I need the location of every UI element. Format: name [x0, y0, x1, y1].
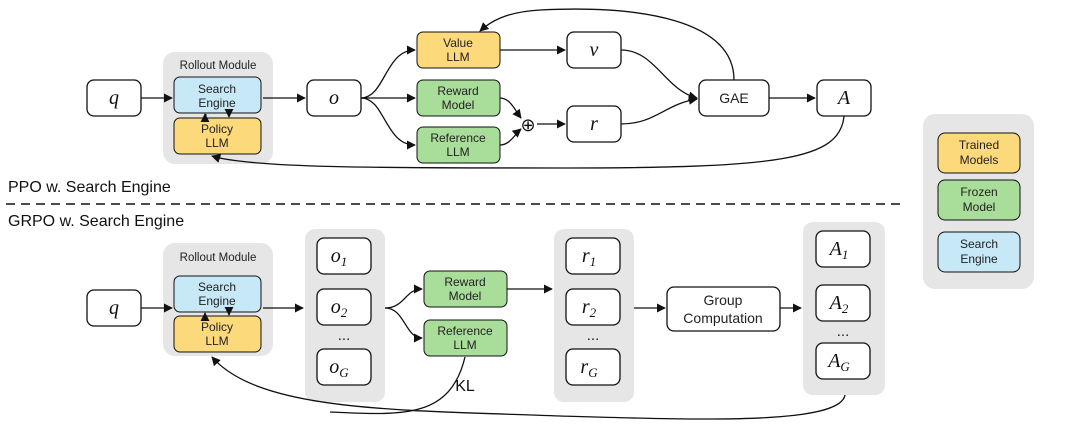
ppo-r-to-gae-arrow	[620, 95, 698, 125]
grpo-group-computation-label: Group	[704, 292, 743, 308]
ppo-reward-model-label: Reward	[437, 84, 478, 98]
grpo-policy-llm-label-2: LLM	[205, 334, 228, 348]
ppo-reference-llm-label: Reference	[430, 131, 486, 145]
ppo-search-engine-label-2: Engine	[198, 96, 236, 110]
grpo-section: GRPO w. Search Engine Rollout Module q S…	[8, 213, 885, 420]
grpo-advantage-g-box	[815, 342, 871, 380]
grpo-reference-llm-label: Reference	[437, 324, 493, 338]
ppo-search-engine-label: Search	[198, 82, 236, 96]
grpo-outputs-ellipsis: ...	[338, 327, 351, 344]
ppo-query-text: q	[109, 87, 119, 109]
grpo-kl-to-policy-feedback-arrow	[329, 356, 466, 415]
grpo-output-2-box	[316, 288, 372, 326]
ppo-sum-icon: ⊕	[520, 115, 535, 136]
ppo-gae-to-value-feedback-arrow	[479, 8, 735, 81]
ppo-policy-llm	[173, 117, 262, 155]
legend-swatch-frozen	[937, 179, 1021, 221]
grpo-reward-model-label: Reward	[444, 275, 485, 289]
ppo-policy-llm-label: Policy	[201, 122, 233, 136]
grpo-advantages-to-policy-feedback-arrow	[211, 356, 846, 420]
grpo-query-text: q	[109, 297, 119, 319]
grpo-reward-2-text: r2	[582, 296, 597, 320]
grpo-reward-2-box	[565, 288, 621, 326]
grpo-output-g-box	[316, 348, 372, 386]
ppo-advantage-text: A	[836, 87, 851, 109]
ppo-reward-text: r	[590, 113, 598, 135]
legend-label-frozen-2: Model	[963, 200, 996, 214]
ppo-o-to-reference-arrow	[360, 97, 416, 150]
ppo-reward-model-label-2: Model	[442, 98, 475, 112]
grpo-section-label: GRPO w. Search Engine	[8, 213, 184, 230]
grpo-policy-llm-label: Policy	[201, 320, 233, 334]
ppo-section: Rollout Module q Search Engine Policy LL…	[8, 8, 872, 196]
grpo-reward-model-label-2: Model	[449, 289, 482, 303]
legend-label-trained-2: Models	[960, 153, 999, 167]
grpo-search-engine-label: Search	[198, 280, 236, 294]
legend-label-frozen: Frozen	[960, 185, 997, 199]
grpo-reward-1-box	[565, 237, 621, 275]
ppo-reward-to-sum-arrow	[499, 97, 522, 119]
grpo-group-computation-box	[666, 286, 781, 332]
legend-label-search-2: Engine	[960, 252, 998, 266]
grpo-reference-llm	[423, 319, 508, 357]
grpo-reward-g-text: rG	[580, 356, 598, 380]
grpo-search-engine-label-2: Engine	[198, 294, 236, 308]
ppo-section-label: PPO w. Search Engine	[8, 179, 171, 196]
ppo-search-engine	[173, 76, 262, 114]
grpo-policy-llm	[173, 315, 262, 353]
grpo-outputs-to-reference-arrow	[384, 307, 423, 343]
ppo-policy-llm-label-2: LLM	[205, 136, 228, 150]
grpo-reference-llm-label-2: LLM	[453, 338, 476, 352]
grpo-kl-label: KL	[455, 378, 475, 395]
grpo-output-g-text: oG	[329, 356, 349, 380]
grpo-outputs-to-reward-arrow	[384, 284, 423, 309]
grpo-reward-1-text: r1	[582, 245, 596, 269]
grpo-search-engine	[173, 275, 262, 313]
ppo-output-text: o	[329, 87, 339, 109]
legend-label-search: Search	[960, 237, 998, 251]
grpo-group-computation-label-2: Computation	[683, 310, 762, 326]
grpo-rewards-ellipsis: ...	[587, 327, 600, 344]
ppo-value-llm-label-2: LLM	[446, 50, 469, 64]
ppo-reference-llm-label-2: LLM	[446, 145, 469, 159]
grpo-advantage-1-text: A1	[828, 238, 849, 262]
legend: Trained Models Frozen Model Search Engin…	[923, 114, 1034, 289]
grpo-output-2-text: o2	[331, 296, 348, 320]
grpo-advantage-1-box	[815, 230, 871, 268]
ppo-v-to-gae-arrow	[620, 49, 698, 101]
grpo-output-1-box	[316, 237, 372, 275]
ppo-o-to-value-arrow	[360, 45, 416, 99]
grpo-advantage-2-box	[815, 284, 871, 322]
grpo-output-1-text: o1	[331, 245, 348, 269]
grpo-advantages-ellipsis: ...	[837, 323, 850, 340]
ppo-a-to-policy-feedback-arrow	[211, 115, 845, 169]
legend-label-trained: Trained	[959, 138, 999, 152]
legend-swatch-search	[937, 231, 1021, 273]
ppo-value-llm-label: Value	[443, 36, 473, 50]
ppo-value-text: v	[590, 39, 599, 61]
grpo-advantage-g-text: AG	[826, 350, 850, 374]
ppo-reference-to-sum-arrow	[499, 128, 522, 146]
grpo-advantage-2-text: A2	[828, 292, 849, 316]
ppo-gae-label: GAE	[719, 90, 749, 106]
ppo-rollout-title: Rollout Module	[180, 60, 257, 72]
legend-swatch-trained	[937, 132, 1021, 174]
grpo-rollout-title: Rollout Module	[180, 252, 257, 264]
grpo-reward-g-box	[565, 348, 621, 386]
